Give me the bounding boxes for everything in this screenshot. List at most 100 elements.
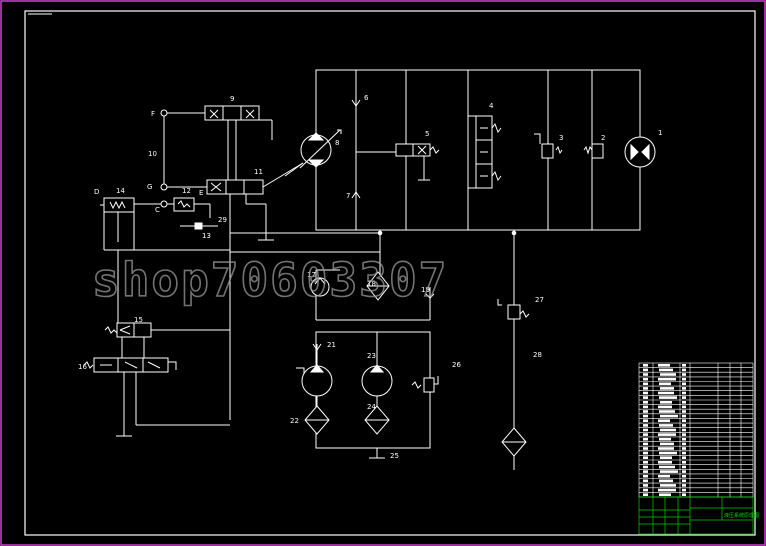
row-name-mark: [660, 373, 676, 376]
row-qty-mark: [682, 419, 686, 422]
row-number-mark: [643, 465, 648, 469]
row-number-mark: [643, 401, 648, 404]
row-number-mark: [643, 484, 648, 487]
row-qty-mark: [682, 373, 686, 376]
row-number-mark: [643, 437, 648, 441]
row-number-mark: [643, 396, 648, 399]
row-name-mark: [658, 447, 674, 450]
label-9: 9: [230, 95, 234, 103]
row-qty-mark: [682, 387, 686, 390]
label-12: 12: [182, 187, 191, 195]
row-number-mark: [643, 391, 648, 395]
row-number-mark: [643, 447, 648, 450]
row-qty-mark: [682, 447, 686, 450]
row-qty-mark: [682, 424, 686, 427]
label-10: 10: [148, 150, 157, 158]
row-name-mark: [658, 405, 672, 409]
label-15: 15: [134, 316, 143, 324]
label-29: 29: [218, 216, 227, 224]
row-name-mark: [660, 484, 676, 487]
label-11: 11: [254, 168, 263, 176]
drawing-title: 液压系统原理图: [724, 512, 759, 519]
row-number-mark: [643, 488, 648, 492]
row-qty-mark: [682, 474, 686, 478]
row-number-mark: [643, 419, 648, 422]
row-name-mark: [660, 470, 678, 473]
sheet-border-inner: [24, 10, 756, 536]
row-name-mark: [658, 474, 670, 478]
watermark: shop70603307: [92, 253, 448, 307]
label-24: 24: [367, 403, 376, 411]
row-qty-mark: [682, 433, 686, 436]
row-qty-mark: [682, 437, 686, 441]
row-qty-mark: [682, 479, 686, 483]
label-21: 21: [327, 341, 336, 349]
row-name-mark: [660, 401, 672, 404]
port-F: F: [151, 110, 155, 118]
label-17: 17: [307, 271, 316, 279]
row-qty-mark: [682, 391, 686, 395]
label-8: 8: [335, 139, 339, 147]
row-name-mark: [659, 451, 677, 455]
port-C: C: [155, 206, 160, 214]
title-block: [638, 496, 754, 535]
row-number-mark: [643, 474, 648, 478]
row-number-mark: [643, 442, 648, 446]
label-7: 7: [346, 192, 350, 200]
row-qty-mark: [682, 461, 686, 464]
row-number-mark: [643, 428, 648, 432]
row-name-mark: [660, 442, 674, 446]
row-name-mark: [660, 428, 676, 432]
row-number-mark: [643, 414, 648, 418]
row-name-mark: [659, 479, 673, 483]
label-18: 18: [367, 280, 376, 288]
row-number-mark: [643, 461, 648, 464]
label-26: 26: [452, 361, 461, 369]
row-qty-mark: [682, 465, 686, 469]
row-number-mark: [643, 424, 648, 427]
row-name-mark: [660, 456, 672, 459]
row-qty-mark: [682, 377, 686, 381]
row-number-mark: [643, 451, 648, 455]
label-13: 13: [202, 232, 211, 240]
row-qty-mark: [682, 484, 686, 487]
row-name-mark: [658, 391, 674, 395]
label-3: 3: [559, 134, 563, 142]
row-number-mark: [643, 387, 648, 390]
row-qty-mark: [682, 428, 686, 432]
row-number-mark: [643, 493, 648, 496]
row-qty-mark: [682, 405, 686, 409]
port-circles: [160, 109, 168, 208]
row-qty-mark: [682, 382, 686, 386]
label-14: 14: [116, 187, 125, 195]
row-number-mark: [643, 377, 648, 381]
row-qty-mark: [682, 410, 686, 413]
circuit-lines: [83, 69, 656, 470]
row-number-mark: [643, 373, 648, 376]
row-number-mark: [643, 433, 648, 436]
row-name-mark: [659, 437, 671, 441]
row-number-mark: [643, 405, 648, 409]
row-name-mark: [659, 493, 671, 496]
row-name-mark: [659, 368, 673, 372]
row-name-mark: [659, 396, 677, 399]
label-6: 6: [364, 94, 369, 102]
row-name-mark: [659, 410, 675, 413]
row-name-mark: [660, 414, 678, 418]
label-1: 1: [658, 129, 662, 137]
row-name-mark: [658, 488, 676, 492]
row-number-mark: [643, 368, 648, 372]
row-number-mark: [643, 364, 648, 367]
row-qty-mark: [682, 493, 686, 496]
row-name-mark: [659, 424, 673, 427]
row-name-mark: [658, 377, 676, 381]
row-qty-mark: [682, 414, 686, 418]
label-5: 5: [425, 130, 429, 138]
label-2: 2: [601, 134, 605, 142]
row-qty-mark: [682, 456, 686, 459]
row-name-mark: [658, 419, 670, 422]
label-27: 27: [535, 296, 544, 304]
row-qty-mark: [682, 442, 686, 446]
component-labels: 1 2 3 4 5 6 7 8 9 10 11 12 13 14 15 16 1…: [78, 94, 662, 460]
